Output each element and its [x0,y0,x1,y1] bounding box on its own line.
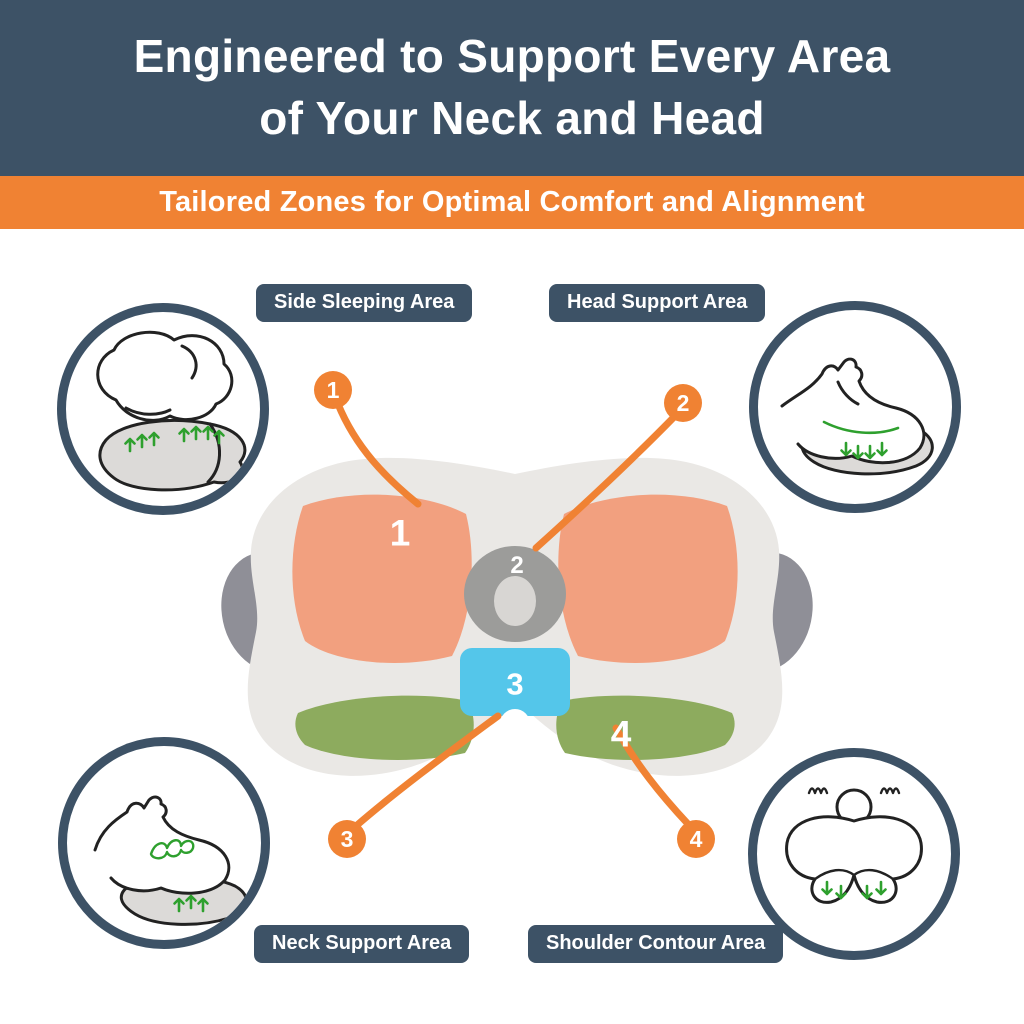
label-side-sleeping-area-text: Side Sleeping Area [274,291,455,313]
callout-number-2: 2 [664,384,702,422]
head-support-hole [494,576,536,626]
pillow-zone-number-4: 4 [610,713,632,755]
callout-number-4: 4 [677,820,715,858]
label-shoulder-contour-area: Shoulder Contour Area [528,925,784,963]
callout-number-3-text: 3 [340,825,354,852]
side-sleeping-illustration [96,330,247,492]
callout-number-1: 1 [314,371,352,409]
head-support-illustration [780,357,934,476]
header-banner: Engineered to Support Every Area of Your… [0,0,1024,176]
pillow-zone-number-2: 2 [510,552,524,579]
connector-lines [334,400,692,830]
callout-number-4-text: 4 [689,825,703,852]
callout-number-1-text: 1 [326,376,340,403]
shoulder-contour-illustration [785,787,923,904]
label-neck-support-area-text: Neck Support Area [272,932,452,954]
label-shoulder-contour-area-text: Shoulder Contour Area [546,932,766,954]
callout-number-3: 3 [328,820,366,858]
neck-support-inset-circle [58,737,270,949]
neck-support-illustration [93,795,248,926]
subtitle-text: Tailored Zones for Optimal Comfort and A… [159,186,865,218]
page-title-line-2: of Your Neck and Head [259,92,765,144]
shoulder-contour-zone-right [556,695,735,760]
neck-support-arrows [149,839,209,913]
side-sleeping-zone-right [558,494,738,664]
label-head-support-area: Head Support Area [549,284,766,322]
subtitle-banner: Tailored Zones for Optimal Comfort and A… [0,176,1024,229]
pillow-illustration [221,457,813,776]
head-support-inset-circle [749,301,961,513]
connector-line-1 [334,400,422,508]
label-head-support-area-text: Head Support Area [567,291,748,313]
neck-support-zone [460,648,570,716]
shoulder-contour-zone-left [295,695,474,760]
side-sleeping-zone-left [292,494,472,664]
pillow-zone-number-1: 1 [389,512,411,554]
pillow-bottom-notch [500,709,530,739]
shoulder-contour-inset-circle [748,748,960,960]
connector-line-2 [532,412,679,552]
side-sleeping-inset-circle [57,303,269,515]
pillow-zone-number-3: 3 [506,666,524,702]
callout-number-2-text: 2 [676,389,690,416]
connector-line-3 [352,712,502,830]
label-side-sleeping-area: Side Sleeping Area [256,284,473,322]
connector-line-4 [612,724,692,828]
label-neck-support-area: Neck Support Area [254,925,470,963]
head-support-arrows [822,420,900,460]
page-title-line-1: Engineered to Support Every Area [133,30,891,83]
